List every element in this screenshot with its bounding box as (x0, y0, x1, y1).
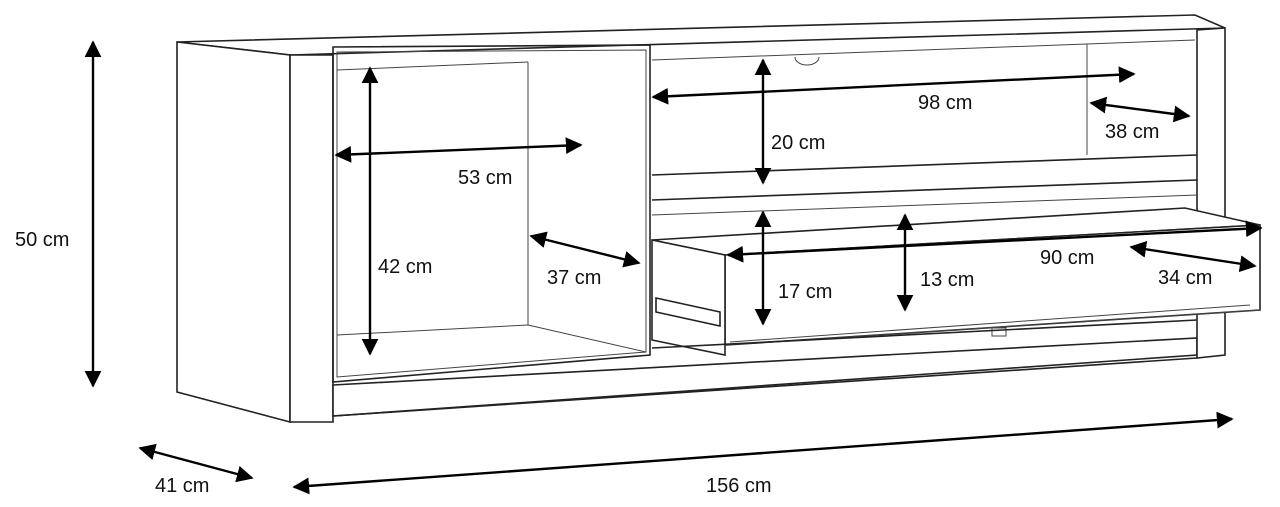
dimension-labels: 50 cm 41 cm 156 cm 53 cm 42 cm 37 cm 98 … (15, 92, 1212, 497)
drawer-outer-height-label: 17 cm (778, 281, 832, 303)
left-depth-label: 37 cm (547, 267, 601, 289)
drawer-depth-label: 34 cm (1158, 267, 1212, 289)
width-label: 156 cm (706, 475, 772, 497)
width-arrow (292, 411, 1234, 495)
drawer-inner-height-label: 13 cm (920, 269, 974, 291)
shelf-width-label: 98 cm (918, 92, 972, 114)
depth-arrow (138, 443, 254, 483)
depth-label: 41 cm (155, 475, 209, 497)
left-width-label: 53 cm (458, 167, 512, 189)
shelf-width-arrow (651, 66, 1136, 105)
shelf-height-label: 20 cm (771, 132, 825, 154)
drawer-depth-arrow (1129, 240, 1257, 273)
left-depth-arrow (529, 231, 641, 268)
left-width-arrow (334, 137, 583, 163)
drawer-width-arrow (726, 220, 1263, 263)
left-height-label: 42 cm (378, 256, 432, 278)
height-label: 50 cm (15, 229, 69, 251)
drawer-width-label: 90 cm (1040, 247, 1094, 269)
shelf-depth-label: 38 cm (1105, 121, 1159, 143)
shelf-depth-arrow (1089, 96, 1191, 123)
dimension-arrows (84, 40, 1263, 495)
